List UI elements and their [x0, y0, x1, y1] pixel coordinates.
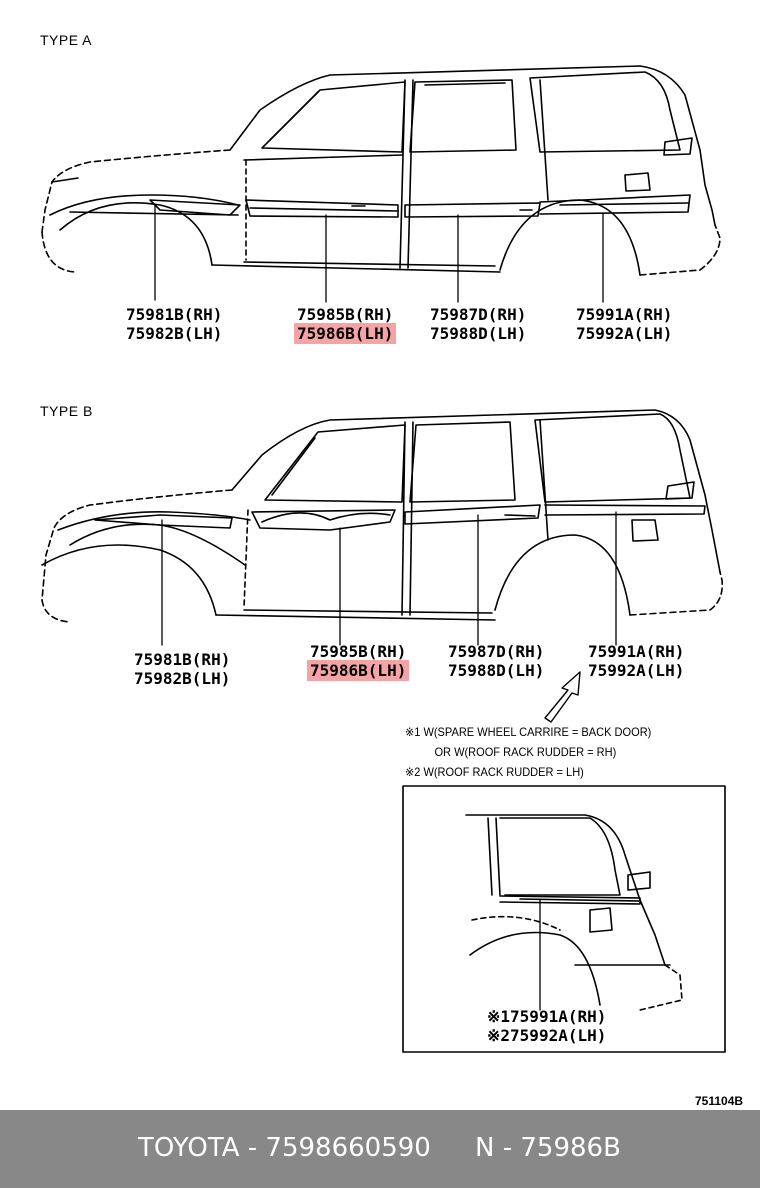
part-number-lh: 75992A(LH) [588, 661, 685, 680]
type-a-label-75985b: 75985B(RH) 75986B(LH) [294, 305, 397, 344]
type-b-title: TYPE B [40, 403, 93, 419]
part-number-lh-highlighted: 75986B(LH) [307, 660, 410, 681]
part-number-lh: 75982B(LH) [134, 669, 231, 688]
type-b-label-75981b: 75981B(RH) 75982B(LH) [134, 650, 230, 688]
type-a-title: TYPE A [40, 32, 93, 48]
type-a-label-75991a: 75991A(RH) 75992A(LH) [576, 305, 672, 343]
footer-bar: TOYOTA - 7598660590 N - 75986B [0, 1110, 760, 1188]
note-1: ※1 W(SPARE WHEEL CARRIRE = BACK DOOR) [405, 725, 652, 739]
footer-brand-part-number: TOYOTA - 7598660590 [138, 1133, 431, 1163]
type-a-label-75987d: 75987D(RH) 75988D(LH) [430, 305, 526, 343]
part-number-lh: ※275992A(LH) [487, 1026, 607, 1045]
part-number-lh: 75988D(LH) [430, 324, 527, 343]
part-number-rh: 75985B(RH) [310, 642, 407, 661]
part-number-rh: 75987D(RH) [448, 642, 545, 661]
type-a-vehicle-drawing [41, 65, 721, 303]
type-a-label-75981b: 75981B(RH) 75982B(LH) [126, 305, 222, 343]
type-b-label-75987d: 75987D(RH) 75988D(LH) [448, 642, 544, 680]
part-number-lh-highlighted: 75986B(LH) [294, 323, 397, 344]
part-number-rh: 75985B(RH) [297, 305, 394, 324]
vehicle-diagram [41, 65, 726, 1053]
part-number-rh: 75987D(RH) [430, 305, 527, 324]
part-number-lh: 75992A(LH) [576, 324, 673, 343]
part-number-rh: 75981B(RH) [126, 305, 223, 324]
part-number-lh: 75982B(LH) [126, 324, 223, 343]
type-b-label-75991a: 75991A(RH) 75992A(LH) [588, 642, 684, 680]
type-b-label-75985b: 75985B(RH) 75986B(LH) [307, 642, 410, 681]
note-2: ※2 W(ROOF RACK RUDDER = LH) [405, 765, 584, 779]
part-number-rh: 75991A(RH) [576, 305, 673, 324]
footer-reference: N - 75986B [475, 1133, 621, 1163]
inset-label-75991a: ※175991A(RH) ※275992A(LH) [487, 1007, 606, 1045]
type-b-notes: ※1 W(SPARE WHEEL CARRIRE = BACK DOOR) OR… [405, 722, 651, 782]
note-1-continued: OR W(ROOF RACK RUDDER = RH) [434, 745, 617, 759]
inset-detail-drawing [402, 785, 726, 1053]
part-number-rh: 75981B(RH) [134, 650, 231, 669]
diagram-code: 751104B [695, 1094, 744, 1108]
highlight-marker: 75986B(LH) [307, 660, 410, 681]
highlight-marker: 75986B(LH) [294, 323, 397, 344]
part-number-rh: ※175991A(RH) [487, 1007, 607, 1026]
part-number-lh: 75988D(LH) [448, 661, 545, 680]
type-b-vehicle-drawing [41, 409, 724, 723]
part-number-rh: 75991A(RH) [588, 642, 685, 661]
